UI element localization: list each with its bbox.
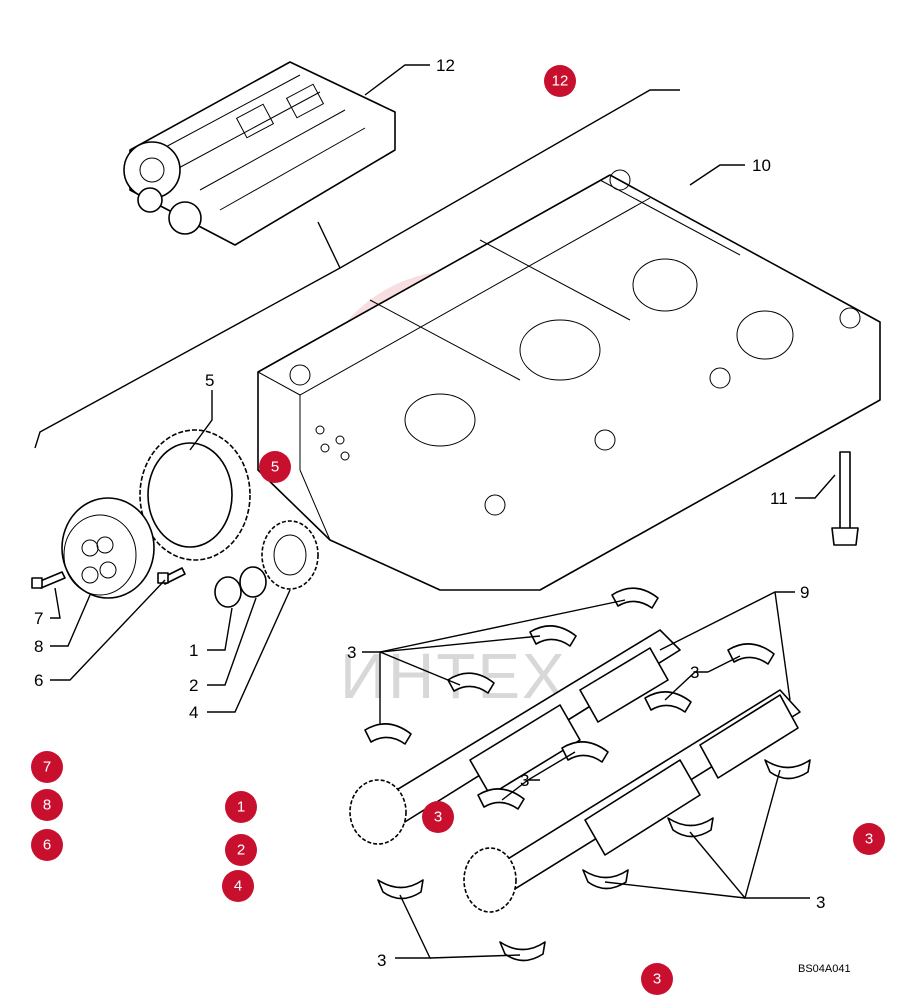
callout-9: 9 (800, 583, 809, 602)
hotspot-2[interactable]: 2 (225, 834, 257, 866)
callout-3-a: 3 (347, 643, 356, 662)
callout-3-d: 3 (816, 893, 825, 912)
leader-lines (50, 64, 836, 959)
hotspot-12[interactable]: 12 (544, 65, 576, 97)
watermark-text: ИНТЕХ (340, 640, 567, 712)
callout-3-c: 3 (520, 771, 529, 790)
hotspot-4[interactable]: 4 (222, 870, 254, 902)
balancer-shaft-lower (463, 689, 801, 913)
callout-6: 6 (34, 671, 43, 690)
hotspot-7[interactable]: 7 (31, 751, 63, 783)
callout-5: 5 (205, 371, 214, 390)
hotspot-5-label: 5 (271, 459, 279, 476)
balancer-assembly-small (123, 61, 396, 246)
bolt-11 (831, 451, 859, 546)
hotspot-8-label: 8 (43, 797, 51, 814)
hotspot-7-label: 7 (43, 759, 51, 776)
callout-4: 4 (189, 703, 198, 722)
callout-1: 1 (189, 641, 198, 660)
circlip-1 (214, 576, 242, 608)
hotspot-6-label: 6 (43, 837, 51, 854)
hotspot-3-b-label: 3 (865, 831, 873, 848)
hotspot-3-a[interactable]: 3 (422, 801, 454, 833)
figure-code: BS04A041 (798, 963, 851, 975)
callout-10: 10 (752, 156, 771, 175)
callout-3-e: 3 (377, 951, 386, 970)
hotspot-3-a-label: 3 (434, 809, 442, 826)
hotspot-12-label: 12 (552, 73, 569, 90)
balancer-housing-large (257, 169, 881, 591)
hotspot-4-label: 4 (234, 878, 242, 895)
hotspot-3-c[interactable]: 3 (641, 963, 673, 995)
callout-7: 7 (34, 609, 43, 628)
callout-2: 2 (189, 676, 198, 695)
divider-leader (317, 221, 341, 269)
hotspot-3-c-label: 3 (653, 971, 661, 988)
callout-11: 11 (770, 489, 788, 508)
hotspot-3-b[interactable]: 3 (853, 823, 885, 855)
hotspot-6[interactable]: 6 (31, 829, 63, 861)
pulley-8 (61, 497, 155, 599)
bolt-7 (31, 571, 66, 589)
gear-large-5 (139, 429, 251, 561)
callout-12: 12 (436, 56, 455, 75)
hotspot-8[interactable]: 8 (31, 789, 63, 821)
callout-8: 8 (34, 637, 43, 656)
bolt-6 (157, 567, 186, 585)
hotspot-5[interactable]: 5 (259, 451, 291, 483)
gear-small-4 (261, 520, 319, 590)
hotspot-2-label: 2 (237, 842, 245, 859)
hotspot-1[interactable]: 1 (225, 791, 257, 823)
balancer-shaft-upper (349, 629, 681, 845)
callout-3-b: 3 (690, 663, 699, 682)
hotspot-1-label: 1 (237, 799, 245, 816)
ring-2 (239, 566, 267, 598)
